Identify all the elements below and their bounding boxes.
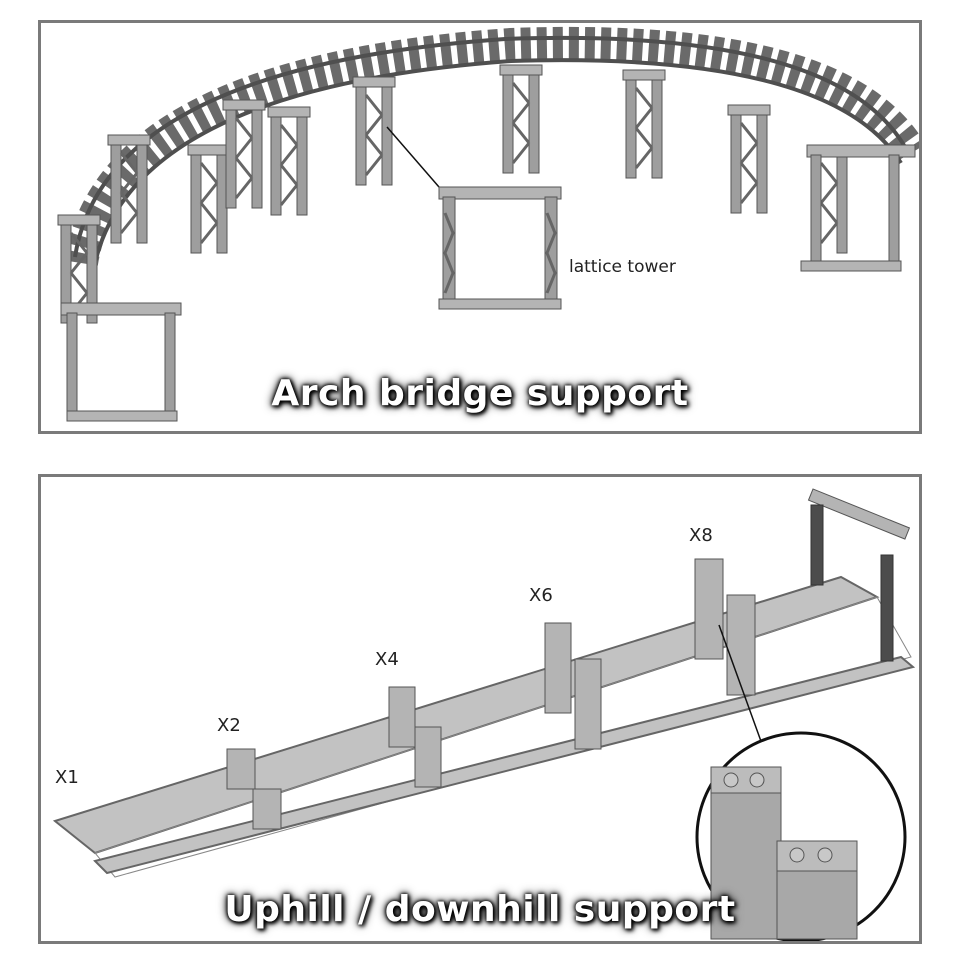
arch-bridge-illustration (56, 26, 919, 422)
baseplate-strip-front (93, 655, 916, 875)
uphill-illustration (52, 488, 916, 941)
rail-inner (91, 58, 903, 274)
tower (351, 75, 397, 187)
tower (621, 68, 667, 180)
zoom-detail (695, 731, 907, 941)
track-ties (64, 26, 919, 267)
riser-x6 (544, 622, 602, 750)
riser-x8 (694, 558, 756, 696)
count-x8-label: X8 (689, 525, 713, 546)
arch-bridge-caption: Arch bridge support (271, 373, 689, 414)
callout-line (386, 126, 440, 188)
tower (726, 103, 772, 215)
rail-outer (73, 35, 907, 258)
tower (498, 63, 544, 175)
tower (186, 143, 232, 255)
count-x4-label: X4 (375, 649, 399, 670)
lattice-tower-detail (438, 186, 562, 310)
count-x2-label: X2 (217, 715, 241, 736)
lattice-tower-label: lattice tower (569, 257, 676, 277)
end-lattice-frame (807, 488, 911, 662)
uphill-caption: Uphill / downhill support (224, 889, 736, 930)
count-x6-label: X6 (529, 585, 553, 606)
tower (266, 105, 312, 217)
arch-bridge-panel: lattice tower Arch bridge support (38, 20, 922, 434)
right-frame (800, 144, 916, 272)
riser-x2 (226, 748, 282, 830)
front-frame (60, 302, 182, 422)
uphill-panel: X1 X2 X4 X6 X8 Uphill / downhill support (38, 474, 922, 944)
riser-x4 (388, 686, 442, 788)
count-x1-label: X1 (55, 767, 79, 788)
